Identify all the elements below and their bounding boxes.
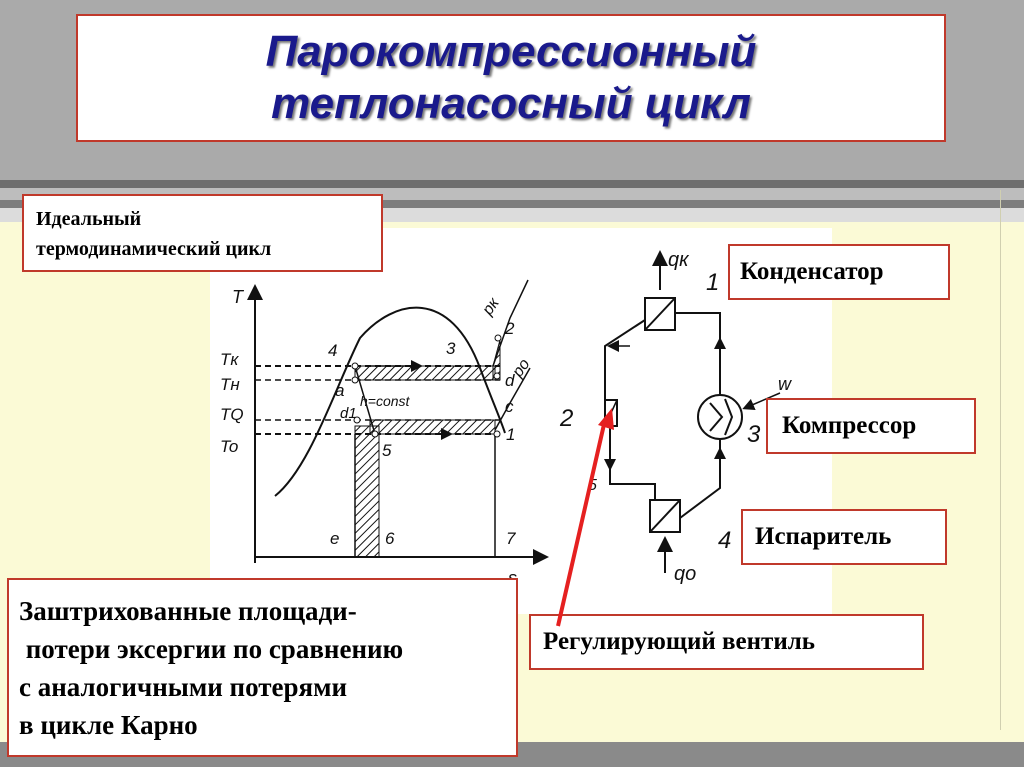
- point-d: [493, 372, 501, 380]
- note-line2: потери эксергии по сравнению: [19, 634, 404, 664]
- cycle-diagram: T s Tк Tн TQ To pк po 4 3 2 a d c d1 5 1…: [210, 228, 832, 614]
- label-d1: d1: [340, 405, 357, 422]
- ideal-cycle-line1: Идеальный: [36, 208, 142, 230]
- label-3: 3: [446, 339, 456, 358]
- work-label: w: [778, 374, 792, 394]
- label-a: a: [335, 381, 344, 400]
- ideal-cycle-line2: термодинамический цикл: [36, 238, 272, 260]
- compressor-label: Компрессор: [766, 398, 976, 454]
- note-line3: с аналогичными потерями: [19, 672, 348, 702]
- label-1: 1: [506, 425, 515, 444]
- label-6: 6: [385, 529, 395, 548]
- enthalpy-label: h=const: [360, 393, 411, 409]
- throttle-line: [354, 365, 376, 435]
- condenser-diagonal: [644, 297, 676, 331]
- point-4: [351, 362, 359, 370]
- scheme-num-2: 2: [559, 405, 573, 432]
- t-axis-label: T: [232, 287, 245, 307]
- label-4: 4: [328, 341, 337, 360]
- ideal-cycle-label: Идеальный термодинамический цикл: [22, 194, 383, 272]
- note-line4: в цикле Карно: [19, 710, 198, 740]
- scheme-num-3: 3: [747, 421, 761, 448]
- heat-in-label: qo: [674, 563, 696, 585]
- tick-tn: Tн: [220, 375, 240, 394]
- valve-pointer-head: [598, 408, 614, 430]
- divider: [1000, 190, 1001, 730]
- scheme-num-1: 1: [706, 269, 719, 296]
- point-1: [493, 430, 501, 438]
- title-box: Парокомпрессионный теплонасосный цикл: [76, 14, 946, 142]
- tick-to: To: [220, 437, 238, 456]
- label-e: e: [330, 529, 339, 548]
- condenser-label: Конденсатор: [728, 244, 950, 300]
- point-2: [494, 334, 502, 342]
- exergy-loss-note: Заштрихованные площади- потери эксергии …: [7, 578, 518, 757]
- stripe: [0, 200, 1024, 208]
- point-d1: [353, 416, 361, 424]
- saturation-dome: [274, 306, 506, 497]
- point-a: [351, 376, 359, 384]
- label-c: c: [505, 397, 514, 416]
- tick-tk: Tк: [220, 350, 239, 369]
- work-arrow: [742, 392, 781, 410]
- point-5: [371, 430, 379, 438]
- evaporator-label: Испаритель: [741, 509, 947, 565]
- valve-pointer-arrow: [556, 419, 607, 627]
- page-title-line2: теплонасосный цикл: [271, 79, 751, 128]
- valve-label: Регулирующий вентиль: [529, 614, 924, 670]
- evaporator-diagonal: [649, 499, 681, 533]
- label-2: 2: [504, 319, 515, 338]
- page-title-line1: Парокомпрессионный: [265, 27, 757, 76]
- label-7: 7: [506, 529, 516, 548]
- note-line1: Заштрихованные площади-: [19, 596, 357, 626]
- compressor-circle: [697, 394, 743, 440]
- pipe-condenser-throttle: [604, 319, 646, 400]
- heat-out-label: qк: [668, 249, 690, 271]
- label-5: 5: [382, 441, 392, 460]
- isobar-po: [494, 367, 531, 431]
- scheme-num-4: 4: [718, 527, 731, 554]
- tick-tq: TQ: [220, 405, 244, 424]
- scheme-num-5: 5: [588, 477, 597, 494]
- label-d: d: [505, 371, 515, 390]
- compressor-blades: [709, 398, 734, 436]
- stripe: [0, 180, 1024, 188]
- hatch-column: [354, 425, 380, 558]
